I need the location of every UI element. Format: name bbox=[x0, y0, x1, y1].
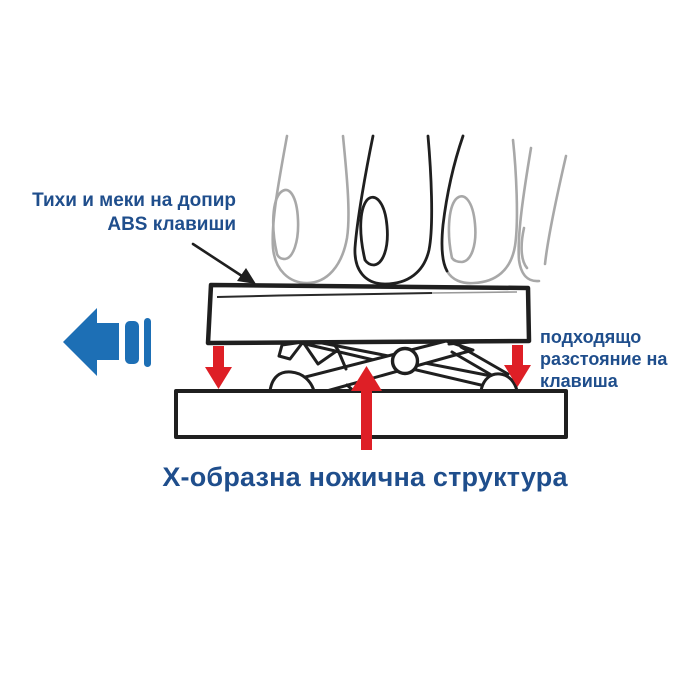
up-arrow-icon bbox=[351, 366, 382, 450]
fast-left-arrow-bar-1 bbox=[125, 321, 139, 364]
fast-left-arrow-bar-2 bbox=[144, 318, 151, 367]
fast-left-arrow-head bbox=[63, 308, 119, 376]
finger-3-outline bbox=[445, 138, 519, 285]
fingers-dark-outlines bbox=[353, 134, 465, 286]
scissor-left-bracket bbox=[277, 340, 305, 361]
fast-left-arrow-icon bbox=[63, 308, 151, 376]
finger-1-outline bbox=[271, 134, 350, 285]
key-travel-label-line2: разстояние на bbox=[540, 349, 668, 369]
finger-1-nail bbox=[271, 188, 300, 261]
finger-4-edge bbox=[543, 154, 568, 266]
scissor-structure-label: Х-образна ножична структура bbox=[35, 461, 695, 493]
keycap-shape bbox=[205, 282, 532, 346]
abs-keys-label: Тихи и меки на допир ABS клавиши bbox=[8, 189, 236, 237]
finger-4-nail bbox=[520, 226, 529, 270]
pointer-arrow-line bbox=[191, 242, 247, 280]
finger-4-outline bbox=[517, 146, 541, 283]
scissor-structure-label-text: Х-образна ножична структура bbox=[162, 462, 568, 492]
scissor-right-foot bbox=[479, 372, 519, 393]
finger-3-nail bbox=[447, 195, 477, 264]
key-travel-label-line1: подходящо bbox=[540, 327, 642, 347]
key-travel-label-line3: клавиша bbox=[540, 371, 618, 391]
scissor-left-link bbox=[331, 341, 340, 352]
scissor-right-link-top bbox=[447, 340, 472, 346]
down-arrow-icon-right bbox=[504, 345, 531, 387]
abs-keys-label-line1: Тихи и меки на допир bbox=[32, 190, 236, 211]
scissor-mechanism bbox=[268, 339, 519, 396]
scissor-left-zigzag bbox=[301, 340, 348, 371]
key-travel-label: подходящо разстояние на клавиша bbox=[540, 326, 700, 392]
scissor-right-diagonal-2 bbox=[459, 345, 510, 376]
finger-2-outline bbox=[353, 134, 434, 286]
finger-3-dark-edge bbox=[440, 134, 465, 273]
scissor-pivot-circle bbox=[390, 346, 420, 376]
abs-keys-label-line2: ABS клавиши bbox=[107, 214, 236, 235]
keycap-top-groove bbox=[216, 292, 433, 298]
pointer-arrow-head bbox=[237, 268, 256, 284]
scissor-left-foot bbox=[268, 370, 316, 393]
keycap-top-groove-light bbox=[431, 291, 518, 294]
down-arrow-icon-left bbox=[205, 346, 232, 389]
fingers-light-outlines bbox=[271, 134, 568, 285]
keycap-body bbox=[205, 282, 532, 346]
red-motion-arrows bbox=[205, 345, 531, 450]
pointer-arrow-icon bbox=[191, 242, 256, 284]
finger-2-nail bbox=[359, 195, 389, 267]
